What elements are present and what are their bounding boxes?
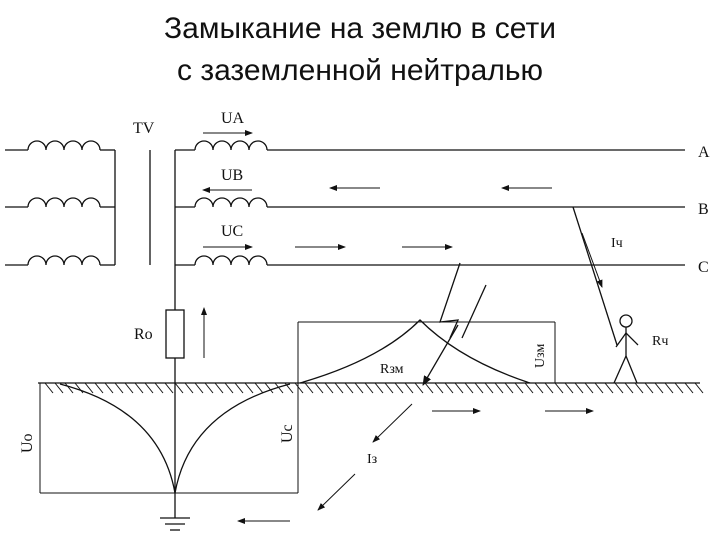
- ground-hatch-mark: [644, 382, 654, 394]
- label-ua: UA: [221, 110, 245, 127]
- label-uc-voltage: Uc: [279, 424, 296, 443]
- ground-hatch-mark: [254, 382, 264, 394]
- label-ub: UB: [221, 167, 243, 184]
- label-iz: Iз: [367, 452, 378, 467]
- label-ich: Iч: [611, 236, 623, 251]
- ground-hatch-mark: [54, 382, 64, 394]
- ground-hatch-mark: [94, 382, 104, 394]
- ground-hatch-mark: [74, 382, 84, 394]
- fault-arrow: [422, 324, 459, 386]
- ground-hatch-mark: [394, 382, 404, 394]
- ground-hatch-mark: [114, 382, 124, 394]
- ground-hatch-mark: [324, 382, 334, 394]
- label-rzm: Rзм: [380, 362, 404, 377]
- ground-hatch-mark: [154, 382, 164, 394]
- ground-hatch-mark: [624, 382, 634, 394]
- person-figure: [613, 314, 639, 384]
- ground-hatch-mark: [524, 382, 534, 394]
- ground-hatch-mark: [304, 382, 314, 394]
- ground-hatch-mark: [664, 382, 674, 394]
- ground-hatch-mark: [474, 382, 484, 394]
- potential-curve-right: [174, 383, 291, 494]
- ground-hatch-mark: [434, 382, 444, 394]
- ground-hatch-mark: [674, 382, 684, 394]
- ground-hatch-mark: [584, 382, 594, 394]
- ground-hatch-mark: [184, 382, 194, 394]
- ground-hatch-mark: [444, 382, 454, 394]
- potential-curve-left: [59, 383, 176, 494]
- ground-hatch-mark: [514, 382, 524, 394]
- ground-hatch-mark: [314, 382, 324, 394]
- ich-arrow: [581, 232, 603, 288]
- ground-hatch-mark: [374, 382, 384, 394]
- label-uzm: Uзм: [533, 344, 548, 368]
- phase-lines: [175, 140, 685, 266]
- ground-hatch-mark: [404, 382, 414, 394]
- ground-hatch-mark: [424, 382, 434, 394]
- touch-wire: [572, 206, 618, 346]
- ground-hatch-mark: [414, 382, 424, 394]
- ground-hatch-mark: [204, 382, 214, 394]
- ground-hatch-mark: [244, 382, 254, 394]
- ground-surface: [38, 382, 704, 394]
- ground-symbol: [160, 493, 190, 531]
- primary-windings: [5, 140, 116, 266]
- ground-hatch-mark: [494, 382, 504, 394]
- ground-hatch-mark: [604, 382, 614, 394]
- diagram-title-line-2: с заземленной нейтралью: [176, 54, 544, 87]
- ground-hatch-mark: [334, 382, 344, 394]
- label-phase-b: B: [698, 201, 709, 218]
- neutral-resistor: [165, 309, 185, 359]
- ground-hatch-mark: [594, 382, 604, 394]
- label-rch: Rч: [652, 334, 668, 349]
- ground-hatch-mark: [504, 382, 514, 394]
- ground-hatch-mark: [544, 382, 554, 394]
- ground-hatch-mark: [484, 382, 494, 394]
- ground-hatch-mark: [124, 382, 134, 394]
- label-tv: TV: [133, 120, 155, 137]
- ground-hatch-mark: [534, 382, 544, 394]
- ground-hatch-mark: [364, 382, 374, 394]
- fault-lightning: [439, 262, 461, 339]
- ground-hatch-mark: [684, 382, 694, 394]
- label-phase-a: A: [698, 144, 710, 161]
- ground-hatch-mark: [654, 382, 664, 394]
- ground-hatch-mark: [84, 382, 94, 394]
- ground-hatch-mark: [274, 382, 284, 394]
- ground-hatch-mark: [634, 382, 644, 394]
- ground-hatch-mark: [234, 382, 244, 394]
- ground-hatch-mark: [64, 382, 74, 394]
- diagram-title-line-1: Замыкание на землю в сети: [164, 12, 556, 45]
- iz-arrow-1: [372, 403, 413, 443]
- label-phase-c: C: [698, 259, 709, 276]
- ground-hatch-mark: [564, 382, 574, 394]
- ground-hatch-mark: [694, 382, 704, 394]
- ground-hatch-mark: [174, 382, 184, 394]
- ground-hatch-mark: [574, 382, 584, 394]
- ground-hatch-mark: [214, 382, 224, 394]
- ground-hatch-mark: [224, 382, 234, 394]
- ground-hatch-mark: [614, 382, 624, 394]
- label-uo: Uo: [19, 433, 36, 453]
- ground-hatch-mark: [354, 382, 364, 394]
- fault-potential-curve: [299, 319, 531, 384]
- ground-hatch-mark: [44, 382, 54, 394]
- label-ro: Ro: [134, 326, 153, 343]
- ground-hatch-mark: [194, 382, 204, 394]
- ground-hatch-mark: [294, 382, 304, 394]
- ground-hatch-mark: [454, 382, 464, 394]
- label-uc: UC: [221, 223, 243, 240]
- ground-hatch-mark: [104, 382, 114, 394]
- ground-hatch-mark: [554, 382, 564, 394]
- ground-hatch-mark: [134, 382, 144, 394]
- ground-hatch-mark: [464, 382, 474, 394]
- ground-hatch-mark: [384, 382, 394, 394]
- ground-hatch-mark: [344, 382, 354, 394]
- ground-hatch-mark: [144, 382, 154, 394]
- iz-arrow-2: [317, 473, 356, 511]
- ground-hatch-mark: [164, 382, 174, 394]
- ground-hatch-mark: [264, 382, 274, 394]
